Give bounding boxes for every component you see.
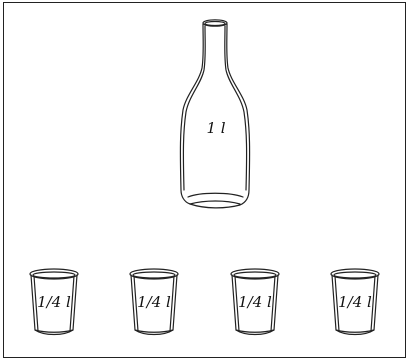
bottle-icon <box>180 20 249 208</box>
cup-label: 1/4 l <box>137 293 171 311</box>
cup-label: 1/4 l <box>338 293 372 311</box>
bottle-label: 1 l <box>206 119 225 137</box>
cup-label: 1/4 l <box>238 293 272 311</box>
cup-label: 1/4 l <box>37 293 71 311</box>
